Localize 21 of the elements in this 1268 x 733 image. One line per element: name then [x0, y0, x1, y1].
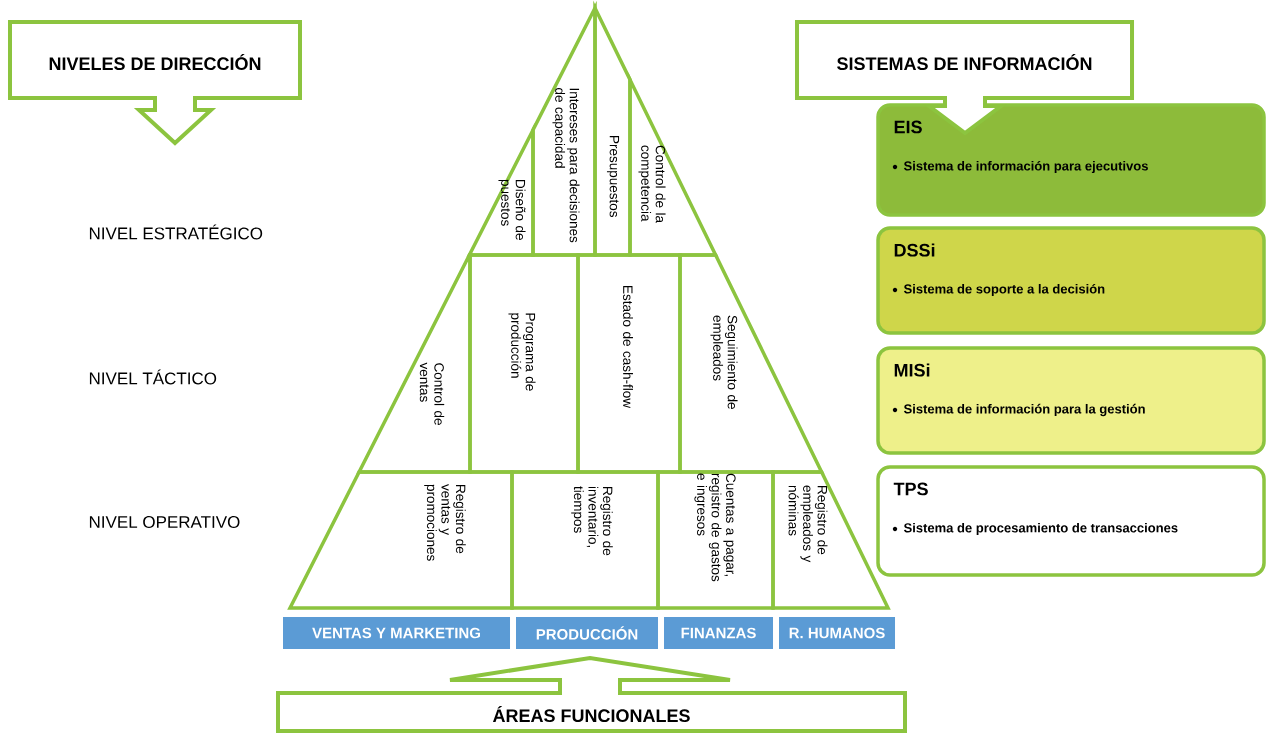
- system-box: MISi Sistema de información para la gestión: [876, 346, 1266, 455]
- level-label: NIVEL ESTRATÉGICO: [89, 224, 263, 240]
- pyramid-cell: Control de ventas: [356, 253, 472, 474]
- pyramid-cell: Registro de ventas y promociones: [287, 470, 514, 610]
- pyramid-cell: Seguimiento de empleados: [678, 253, 825, 474]
- area-bar: VENTAS Y MARKETING: [283, 617, 510, 649]
- pyramid-cell: Registro de inventario, tiempos: [510, 470, 660, 610]
- area-bar: R. HUMANOS: [779, 617, 895, 649]
- pyramid-cell: Registro de empleados y nóminas: [771, 470, 891, 610]
- callout-box: NIVELES DE DIRECCIÓN: [8, 20, 302, 146]
- system-box: DSSi Sistema de soporte a la decisión: [876, 226, 1266, 335]
- system-box: TPS Sistema de procesamiento de transacciones: [876, 465, 1266, 577]
- level-label: NIVEL TÁCTICO: [89, 369, 217, 385]
- callout-box: ÁREAS FUNCIONALES: [276, 656, 907, 733]
- area-bar: PRODUCCIÓN: [516, 617, 658, 649]
- pyramid-cell: Cuentas a pagar, registro de gastos e ingresos: [656, 470, 775, 610]
- area-bar: FINANZAS: [664, 617, 773, 649]
- pyramid-cell: Programa de producción: [468, 253, 580, 474]
- pyramid-cell: Estado de cash-flow: [576, 253, 682, 474]
- system-box: EIS Sistema de información para ejecutivos: [876, 103, 1266, 217]
- level-label: NIVEL OPERATIVO: [89, 516, 240, 529]
